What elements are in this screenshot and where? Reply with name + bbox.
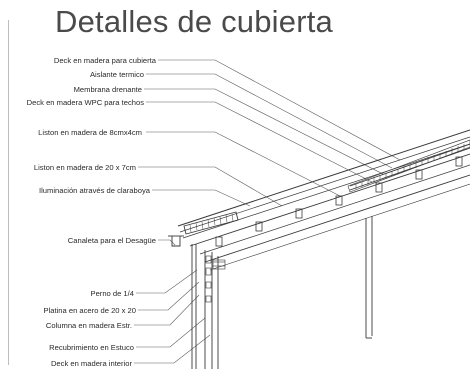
label-membrana-drenante: Membrana drenante [73,85,142,94]
skylight [347,139,470,193]
leader-platina [138,281,200,311]
batten [295,208,303,219]
batten [415,169,423,180]
leader-columna [134,294,200,326]
label-deck-wpc: Deck en madera WPC para techos [26,98,144,107]
roof-top-deck [177,129,470,227]
leader-perno [136,269,198,294]
label-aislante-termico: Aislante termico [89,70,144,79]
label-liston-20x7: Liston en madera de 20 x 7cm [33,163,136,172]
label-columna: Columna en madera Estr. [45,321,132,330]
label-perno: Perno de 1/4 [90,289,135,298]
leader-deck-interior [134,334,211,364]
battens [215,156,463,247]
page-title: Detalles de cubierta [55,4,333,39]
batten [335,195,343,206]
gutter [168,235,184,247]
drawing-frame-edge [8,20,9,365]
eave-deck-hatch [189,213,234,233]
skylight-hatch [355,144,465,189]
roof-layer-2 [179,136,470,233]
leader-deck-wpc [146,101,373,183]
label-deck-interior: Deck en madera interior [50,359,132,368]
batten [455,156,463,167]
leader-recubrimiento [136,317,206,348]
label-deck-cubierta: Deck en madera para cubierta [53,56,156,65]
leader-canaleta [158,239,176,246]
label-liston-8x4: Liston en madera de 8cmx4cm [38,128,142,137]
label-claraboya: Iluminación através de claraboya [38,186,150,195]
batten [375,182,383,193]
column-wall [191,244,219,369]
roof-assembly [168,129,470,369]
roof-layer-4 [189,153,470,247]
label-platina: Platina en acero de 20 x 20 [43,306,136,315]
leader-lines [134,59,401,364]
leader-liston-8x4 [146,131,341,197]
label-canaleta: Canaleta para el Desagüe [67,236,156,245]
leader-aislante [146,73,393,169]
roof-underside [204,174,470,263]
leader-claraboya [152,189,251,207]
batten [215,236,223,247]
roof-ceiling-line [209,183,470,271]
leader-liston-20x7 [138,166,283,207]
batten [255,221,263,232]
column-details [205,255,226,303]
eave-deck [183,211,239,235]
leader-deck-cubierta [158,59,401,161]
label-recubrimiento: Recubrimiento en Estuco [49,343,134,352]
interior-wall [365,216,373,339]
roof-layer-5 [199,164,470,255]
leader-membrana [144,88,384,175]
roof-layer-3 [182,143,470,239]
